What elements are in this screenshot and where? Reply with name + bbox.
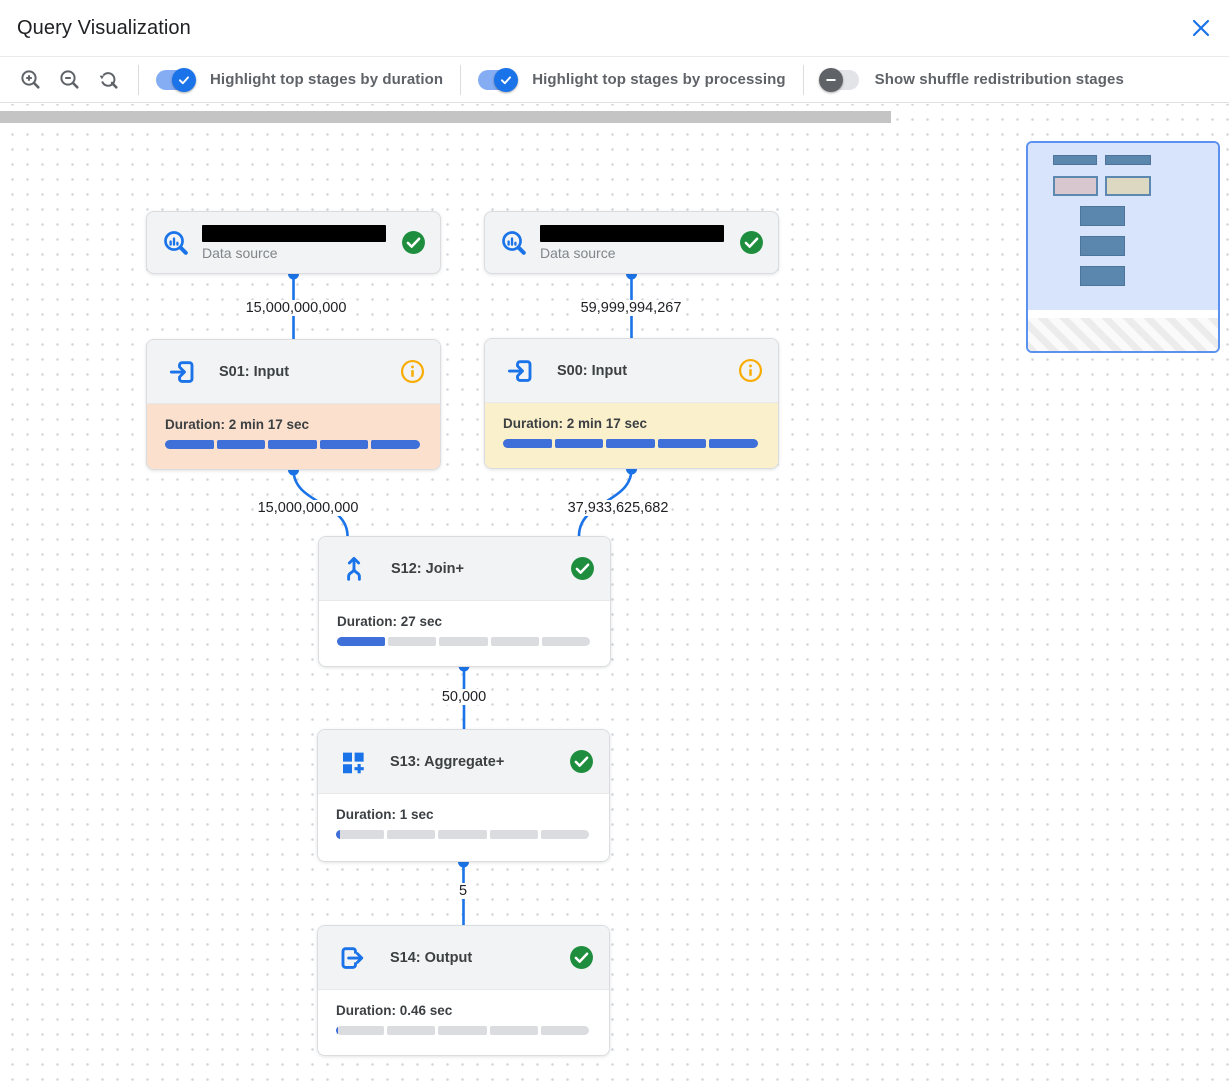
horizontal-scrollbar[interactable] — [0, 111, 891, 123]
zoom-reset-button[interactable] — [97, 68, 121, 92]
duration-panel: Duration: 27 sec — [319, 601, 610, 666]
duration-progress-bar — [503, 439, 758, 448]
node-stage-s00[interactable]: S00: Input Duration: 2 min 17 sec — [484, 338, 779, 469]
input-stage-icon — [507, 359, 532, 382]
minimap-outside-area — [1028, 318, 1218, 351]
success-check-icon — [570, 946, 593, 969]
node-stage-s14[interactable]: S14: Output Duration: 0.46 sec — [317, 925, 610, 1056]
minimap-node — [1053, 155, 1097, 165]
node-stage-s13[interactable]: S13: Aggregate+ Duration: 1 sec — [317, 729, 610, 862]
duration-label: Duration: 0.46 sec — [336, 1003, 453, 1018]
toggle-thumb — [818, 67, 843, 92]
duration-progress-bar — [165, 440, 420, 449]
graph-minimap[interactable] — [1026, 141, 1220, 353]
edge-row-count: 59,999,994,267 — [577, 300, 685, 316]
success-check-icon — [740, 231, 763, 254]
info-icon[interactable] — [738, 358, 763, 383]
edge-row-count: 5 — [455, 883, 471, 899]
zoom-out-button[interactable] — [58, 68, 82, 92]
duration-panel: Duration: 1 sec — [318, 794, 609, 860]
duration-progress-bar — [336, 1026, 590, 1035]
graph-toolbar: Highlight top stages by duration Highlig… — [0, 57, 1229, 103]
data-source-label: Data source — [540, 244, 616, 261]
stage-title: S14: Output — [390, 949, 473, 966]
edge-row-count: 37,933,625,682 — [564, 500, 672, 516]
data-source-label: Data source — [202, 244, 278, 261]
edge-row-count: 15,000,000,000 — [242, 300, 350, 316]
info-icon[interactable] — [400, 359, 425, 384]
toggle-group-duration: Highlight top stages by duration — [139, 67, 460, 92]
stage-title: S13: Aggregate+ — [390, 753, 505, 770]
duration-panel: Duration: 2 min 17 sec — [147, 404, 440, 469]
minimap-node — [1080, 206, 1125, 226]
show-shuffle-toggle[interactable] — [818, 67, 859, 92]
duration-panel: Duration: 2 min 17 sec — [485, 403, 778, 468]
duration-label: Duration: 2 min 17 sec — [503, 416, 648, 431]
minus-icon — [825, 78, 836, 81]
highlight-duration-toggle[interactable] — [156, 67, 196, 92]
check-icon — [178, 75, 190, 84]
page-title: Query Visualization — [17, 16, 191, 39]
stage-title: S00: Input — [557, 362, 628, 379]
duration-panel: Duration: 0.46 sec — [318, 990, 609, 1055]
duration-progress-bar — [336, 830, 590, 839]
redacted-table-name — [202, 224, 386, 242]
stage-title: S01: Input — [219, 363, 290, 380]
duration-progress-bar — [337, 637, 591, 646]
minimap-node-highlight-orange — [1053, 176, 1098, 196]
duration-label: Duration: 27 sec — [337, 614, 443, 629]
edge-row-count: 50,000 — [438, 689, 490, 705]
toolbar-divider — [460, 64, 462, 95]
success-check-icon — [402, 231, 425, 254]
redacted-table-name — [540, 224, 724, 242]
duration-label: Duration: 1 sec — [336, 807, 434, 822]
zoom-in-button[interactable] — [19, 68, 43, 92]
toolbar-divider — [802, 64, 804, 95]
node-stage-s01[interactable]: S01: Input Duration: 2 min 17 sec — [146, 339, 441, 470]
close-icon — [1192, 19, 1210, 37]
zoom-in-icon — [21, 69, 40, 89]
dialog-header: Query Visualization — [0, 0, 1229, 57]
toggle-group-processing: Highlight top stages by processing — [461, 67, 802, 92]
stage-title: S12: Join+ — [391, 560, 464, 577]
minimap-node — [1105, 155, 1151, 165]
minimap-node — [1080, 236, 1125, 256]
node-data-source-2[interactable]: Data source — [484, 211, 779, 274]
highlight-processing-toggle[interactable] — [478, 67, 519, 92]
toggle-group-shuffle: Show shuffle redistribution stages — [804, 67, 1141, 92]
aggregate-stage-icon — [343, 752, 364, 773]
node-stage-s12[interactable]: S12: Join+ Duration: 27 sec — [318, 536, 611, 667]
success-check-icon — [571, 557, 594, 580]
input-stage-icon — [169, 360, 194, 383]
toggle-label: Highlight top stages by duration — [210, 71, 444, 88]
toggle-label: Highlight top stages by processing — [532, 71, 786, 88]
minimap-node — [1080, 266, 1125, 286]
bigquery-datasource-icon — [502, 230, 526, 255]
zoom-reset-icon — [99, 71, 118, 89]
toggle-thumb — [494, 67, 519, 92]
output-stage-icon — [341, 946, 364, 969]
join-stage-icon — [347, 556, 361, 581]
zoom-controls — [0, 68, 138, 92]
toggle-label: Show shuffle redistribution stages — [874, 71, 1124, 88]
graph-canvas[interactable]: 15,000,000,000 59,999,994,267 15,000,000… — [0, 104, 1229, 1090]
check-icon — [501, 75, 512, 84]
duration-label: Duration: 2 min 17 sec — [165, 417, 310, 432]
minimap-node-highlight-yellow — [1105, 176, 1151, 196]
bigquery-datasource-icon — [164, 230, 188, 255]
zoom-out-icon — [60, 69, 79, 89]
node-data-source-1[interactable]: Data source — [146, 211, 441, 274]
edge-row-count: 15,000,000,000 — [254, 500, 362, 516]
toggle-thumb — [172, 67, 196, 92]
toolbar-divider — [138, 64, 139, 95]
close-button[interactable] — [1187, 14, 1215, 42]
success-check-icon — [570, 750, 593, 773]
